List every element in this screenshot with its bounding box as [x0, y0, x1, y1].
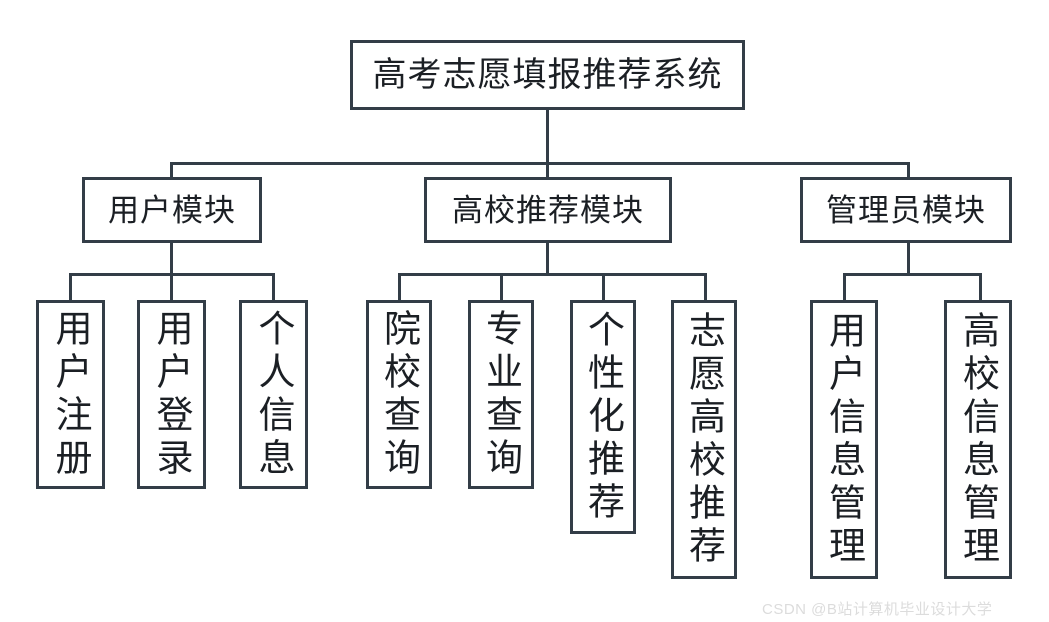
connector-bus-admin — [843, 273, 982, 276]
connector-drop-module-0 — [170, 162, 173, 179]
node-leaf-user-login[interactable]: 用户登录 — [137, 300, 206, 489]
connector-drop-recommend-1 — [500, 273, 503, 302]
node-leaf-user-register[interactable]: 用户注册 — [36, 300, 105, 489]
node-leaf-user-login-label: 用户登录 — [151, 308, 192, 481]
node-leaf-user-profile[interactable]: 个人信息 — [239, 300, 308, 489]
node-leaf-personalized-recommend[interactable]: 个性化推荐 — [570, 300, 636, 534]
connector-drop-user-2 — [272, 273, 275, 302]
node-leaf-major-search-label: 专业查询 — [480, 308, 522, 481]
connector-drop-module-2 — [907, 162, 910, 179]
connector-stem-recommend — [546, 243, 549, 275]
watermark-text: CSDN @B站计算机毕业设计大学 — [762, 601, 993, 618]
node-module-user[interactable]: 用户模块 — [82, 177, 262, 243]
node-leaf-school-search-label: 院校查询 — [378, 308, 420, 481]
node-leaf-school-info-manage-label: 高校信息管理 — [957, 310, 999, 569]
connector-drop-admin-0 — [843, 273, 846, 302]
node-leaf-volunteer-school-recommend[interactable]: 志愿高校推荐 — [671, 300, 737, 579]
node-module-user-label: 用户模块 — [108, 192, 236, 228]
node-leaf-user-info-manage-label: 用户信息管理 — [823, 310, 865, 569]
connector-root-bus — [172, 162, 910, 165]
node-leaf-personalized-recommend-label: 个性化推荐 — [582, 309, 624, 525]
connector-bus-recommend — [398, 273, 707, 276]
connector-root-stem — [546, 110, 549, 162]
node-root-label: 高考志愿填报推荐系统 — [372, 56, 723, 94]
node-leaf-volunteer-school-recommend-label: 志愿高校推荐 — [683, 310, 725, 569]
connector-stem-admin — [907, 243, 910, 275]
node-module-admin-label: 管理员模块 — [826, 192, 986, 228]
node-module-admin[interactable]: 管理员模块 — [800, 177, 1012, 243]
connector-drop-recommend-3 — [704, 273, 707, 302]
node-leaf-major-search[interactable]: 专业查询 — [468, 300, 534, 489]
node-leaf-user-info-manage[interactable]: 用户信息管理 — [810, 300, 878, 579]
node-leaf-school-info-manage[interactable]: 高校信息管理 — [944, 300, 1012, 579]
node-module-recommend[interactable]: 高校推荐模块 — [424, 177, 672, 243]
connector-drop-user-0 — [69, 273, 72, 302]
node-root[interactable]: 高考志愿填报推荐系统 — [350, 40, 745, 110]
node-leaf-school-search[interactable]: 院校查询 — [366, 300, 432, 489]
connector-stem-user — [170, 243, 173, 275]
connector-drop-module-1 — [546, 162, 549, 179]
node-module-recommend-label: 高校推荐模块 — [452, 192, 644, 228]
node-leaf-user-profile-label: 个人信息 — [253, 308, 294, 481]
connector-drop-admin-1 — [979, 273, 982, 302]
connector-drop-recommend-0 — [398, 273, 401, 302]
node-leaf-user-register-label: 用户注册 — [50, 308, 91, 481]
connector-drop-user-1 — [170, 273, 173, 302]
connector-drop-recommend-2 — [602, 273, 605, 302]
